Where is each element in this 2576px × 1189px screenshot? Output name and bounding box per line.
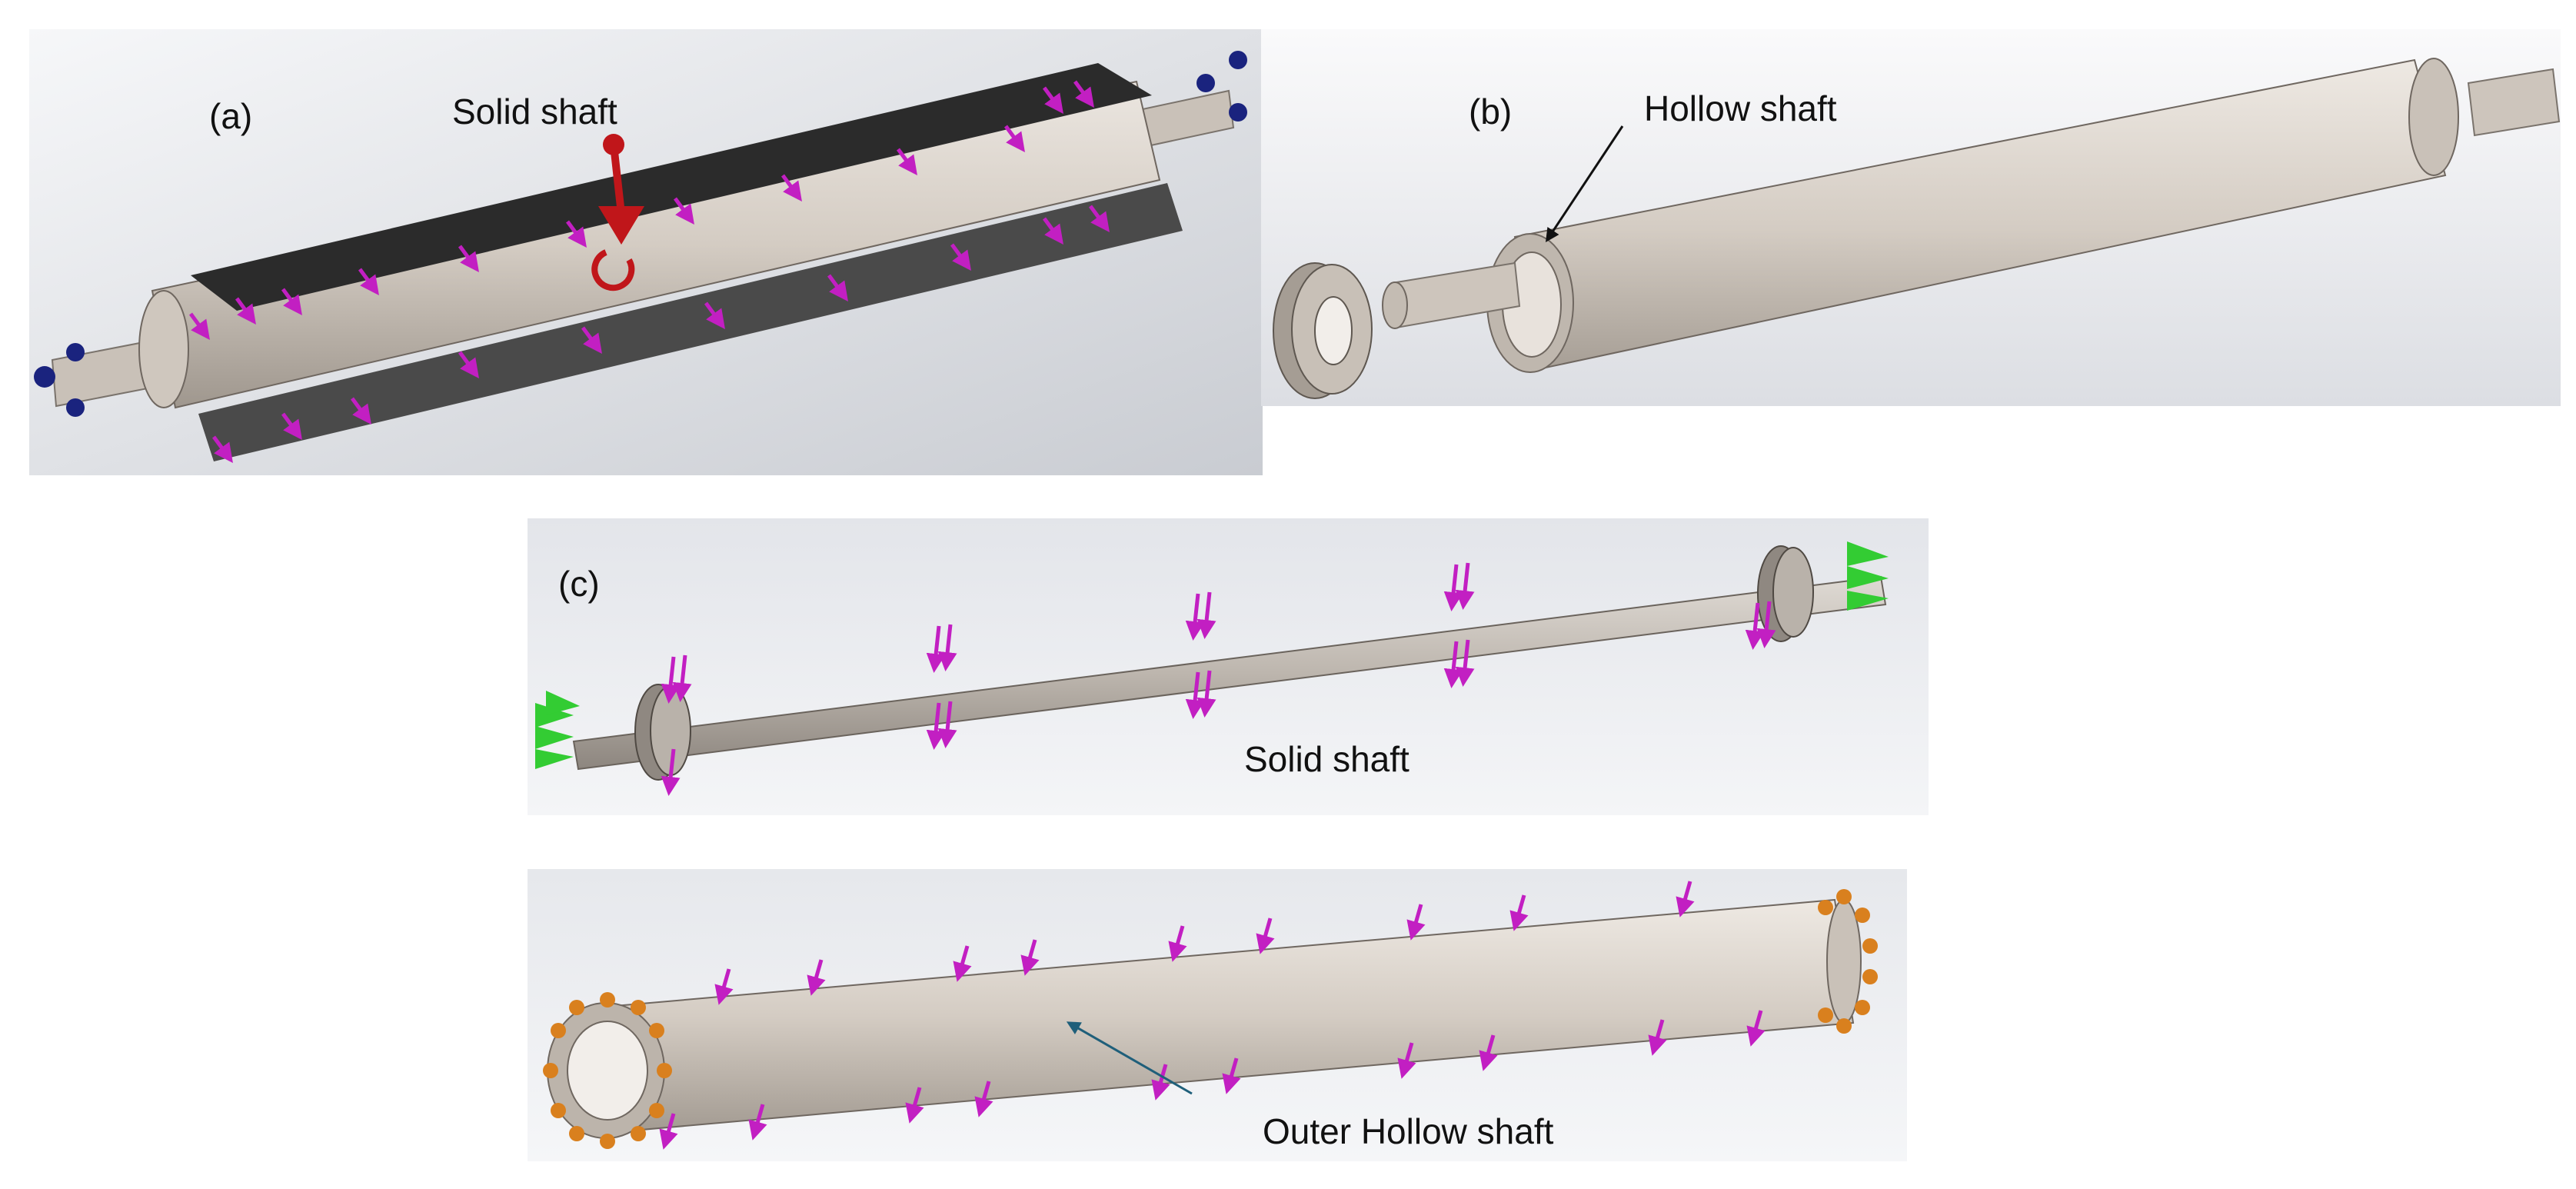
panel-c-tag: (c) [558,564,600,604]
panel-b-scene [1261,29,2561,406]
fixture-green-right [1847,541,1889,611]
outer-hollow-bore [567,1021,648,1121]
panel-c-solid: (c) Solid shaft [528,518,1929,815]
panel-a-scene [29,29,1263,475]
upper-belt [191,63,1152,311]
outer-hollow-callout-arrow [1066,1021,1193,1095]
hollow-right-end [2408,58,2459,176]
lower-belt [198,183,1183,461]
panel-c-hollow-callout: Outer Hollow shaft [1263,1111,1554,1151]
panel-a-tag: (a) [209,96,253,136]
left-end-face [138,290,189,408]
distributed-load-arrows-hollow [659,881,1766,1150]
panel-a-callout: Solid shaft [452,92,617,132]
slender-solid-shaft [572,575,1887,771]
torque-load-icon [591,134,644,291]
hollow-right-stub [2467,68,2561,137]
panel-a: (a) Solid shaft [29,29,1263,475]
collar-bore [1314,296,1353,365]
panel-c-hollow-scene [528,869,1907,1161]
panel-c-solid-scene [528,518,1929,815]
fixture-orange-right [1818,889,1878,1034]
fixture-blue-right [1196,51,1247,122]
bearing-load-arrows [661,562,1776,796]
panel-c-solid-callout: Solid shaft [1244,739,1409,779]
panel-b: (b) Hollow shaft [1261,29,2561,406]
fixture-green-left [535,691,580,769]
inner-shaft-end [1382,281,1408,329]
hollow-shaft-callout-arrow [1546,125,1624,243]
fixture-orange-left [543,992,672,1149]
distributed-load-arrows [188,80,1110,464]
fixture-blue-left [34,343,85,417]
panel-c-hollow: Outer Hollow shaft [528,869,1907,1161]
panel-b-tag: (b) [1469,92,1513,132]
panel-b-callout: Hollow shaft [1644,88,1837,128]
